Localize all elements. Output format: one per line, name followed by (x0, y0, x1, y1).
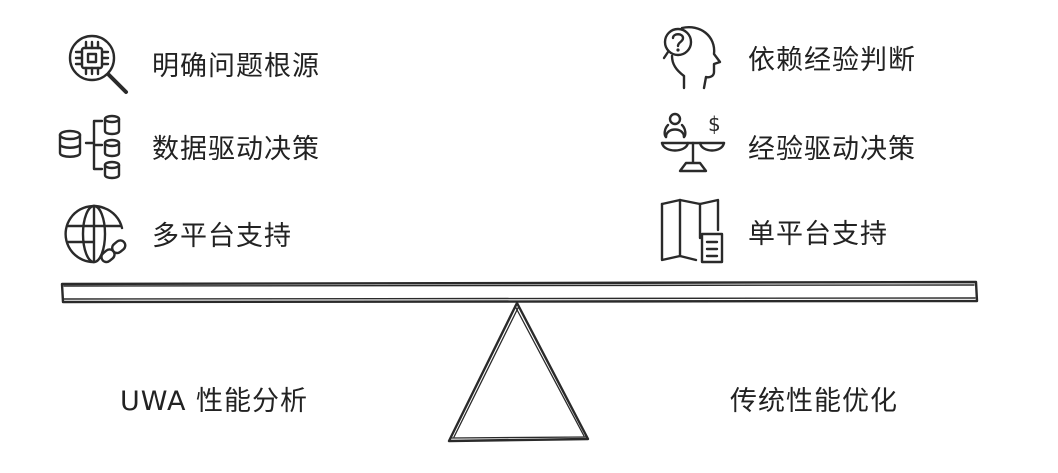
scale-person-money-icon: $ (660, 112, 726, 179)
seesaw-plank (60, 280, 979, 304)
seesaw-fulcrum (447, 301, 590, 443)
left-item-2-label: 数据驱动决策 (152, 133, 320, 165)
left-item-3-label: 多平台支持 (152, 220, 292, 252)
head-question-icon (660, 24, 726, 90)
svg-text:$: $ (708, 112, 721, 136)
right-item-1-label: 依赖经验判断 (748, 44, 916, 76)
left-item-3: 多平台支持 (64, 200, 292, 266)
database-icon (56, 113, 122, 180)
right-title: 传统性能优化 (730, 386, 898, 417)
right-item-3: 单平台支持 (660, 198, 888, 264)
right-item-1: 依赖经验判断 (660, 24, 916, 90)
right-item-2: $ 经验驱动决策 (660, 112, 916, 179)
globe-link-icon (64, 200, 130, 266)
map-building-icon (660, 198, 726, 264)
chip-search-icon (64, 30, 130, 96)
left-item-2: 数据驱动决策 (56, 113, 320, 180)
right-item-3-label: 单平台支持 (748, 218, 888, 250)
left-item-1-label: 明确问题根源 (152, 50, 320, 82)
left-title: UWA 性能分析 (120, 386, 309, 417)
right-item-2-label: 经验驱动决策 (748, 133, 916, 165)
left-item-1: 明确问题根源 (64, 30, 320, 96)
